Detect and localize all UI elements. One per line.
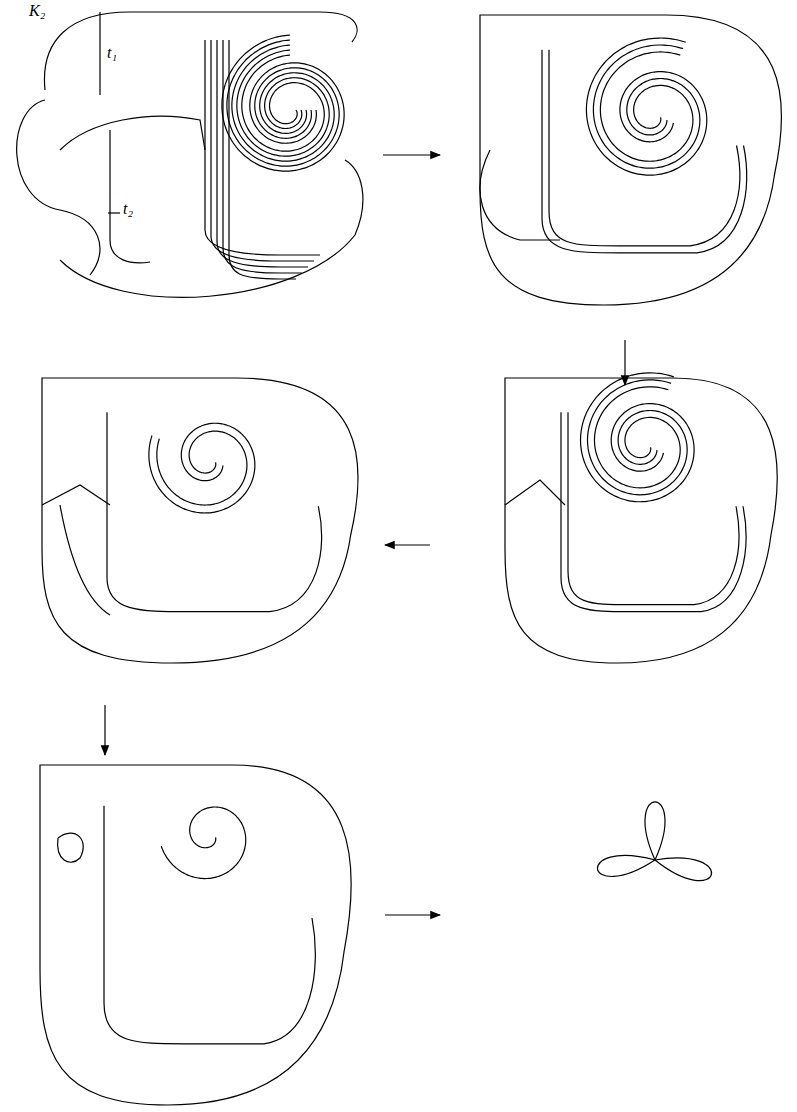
- knot-arc: [42, 485, 110, 505]
- knot-arc: [60, 505, 110, 615]
- knot-arc: [480, 150, 560, 240]
- knot-arc: [561, 412, 746, 612]
- knot-arc: [107, 412, 322, 612]
- knot-arc: [58, 833, 84, 862]
- knot-arc: [110, 130, 150, 263]
- knot-strands: [17, 12, 782, 1105]
- spiral-strand: [149, 423, 255, 513]
- spiral-strand: [581, 373, 695, 502]
- spiral-strand: [593, 45, 699, 168]
- knot-arc: [568, 412, 739, 605]
- spiral-strand: [161, 807, 245, 879]
- step-arrow: [383, 154, 440, 155]
- strand-label: t₂: [122, 200, 134, 218]
- knot-arc: [655, 858, 712, 881]
- knot-arc: [597, 855, 655, 876]
- knot-arc: [44, 12, 357, 90]
- knot-arc: [542, 50, 747, 253]
- spiral-strand: [588, 380, 688, 495]
- step-arrow: [385, 914, 440, 915]
- knot-arc: [549, 50, 740, 246]
- spiral-strand: [600, 52, 693, 161]
- knot-arc: [480, 15, 782, 305]
- step-arrow: [624, 340, 625, 385]
- spiral-strand: [227, 40, 339, 166]
- knot-arc: [505, 480, 565, 505]
- spiral-strand: [586, 38, 706, 175]
- step-arrow: [385, 544, 430, 545]
- spiral-strand: [157, 431, 247, 505]
- spiral-strand: [222, 35, 344, 171]
- strand-label: K₂: [28, 2, 46, 20]
- step-arrow: [104, 705, 105, 755]
- knot-arc: [104, 806, 315, 1044]
- spiral-strand: [237, 50, 329, 156]
- knot-arc: [60, 116, 205, 150]
- knot-arc: [40, 765, 351, 1105]
- knot-arc: [505, 378, 777, 663]
- knot-arc: [217, 40, 308, 267]
- knot-arc: [42, 378, 358, 663]
- knot-arc: [99, 12, 100, 95]
- knot-arc: [645, 802, 665, 860]
- strand-label: t₁: [106, 44, 118, 62]
- spiral-strand: [594, 387, 680, 488]
- knot-arc: [17, 100, 100, 275]
